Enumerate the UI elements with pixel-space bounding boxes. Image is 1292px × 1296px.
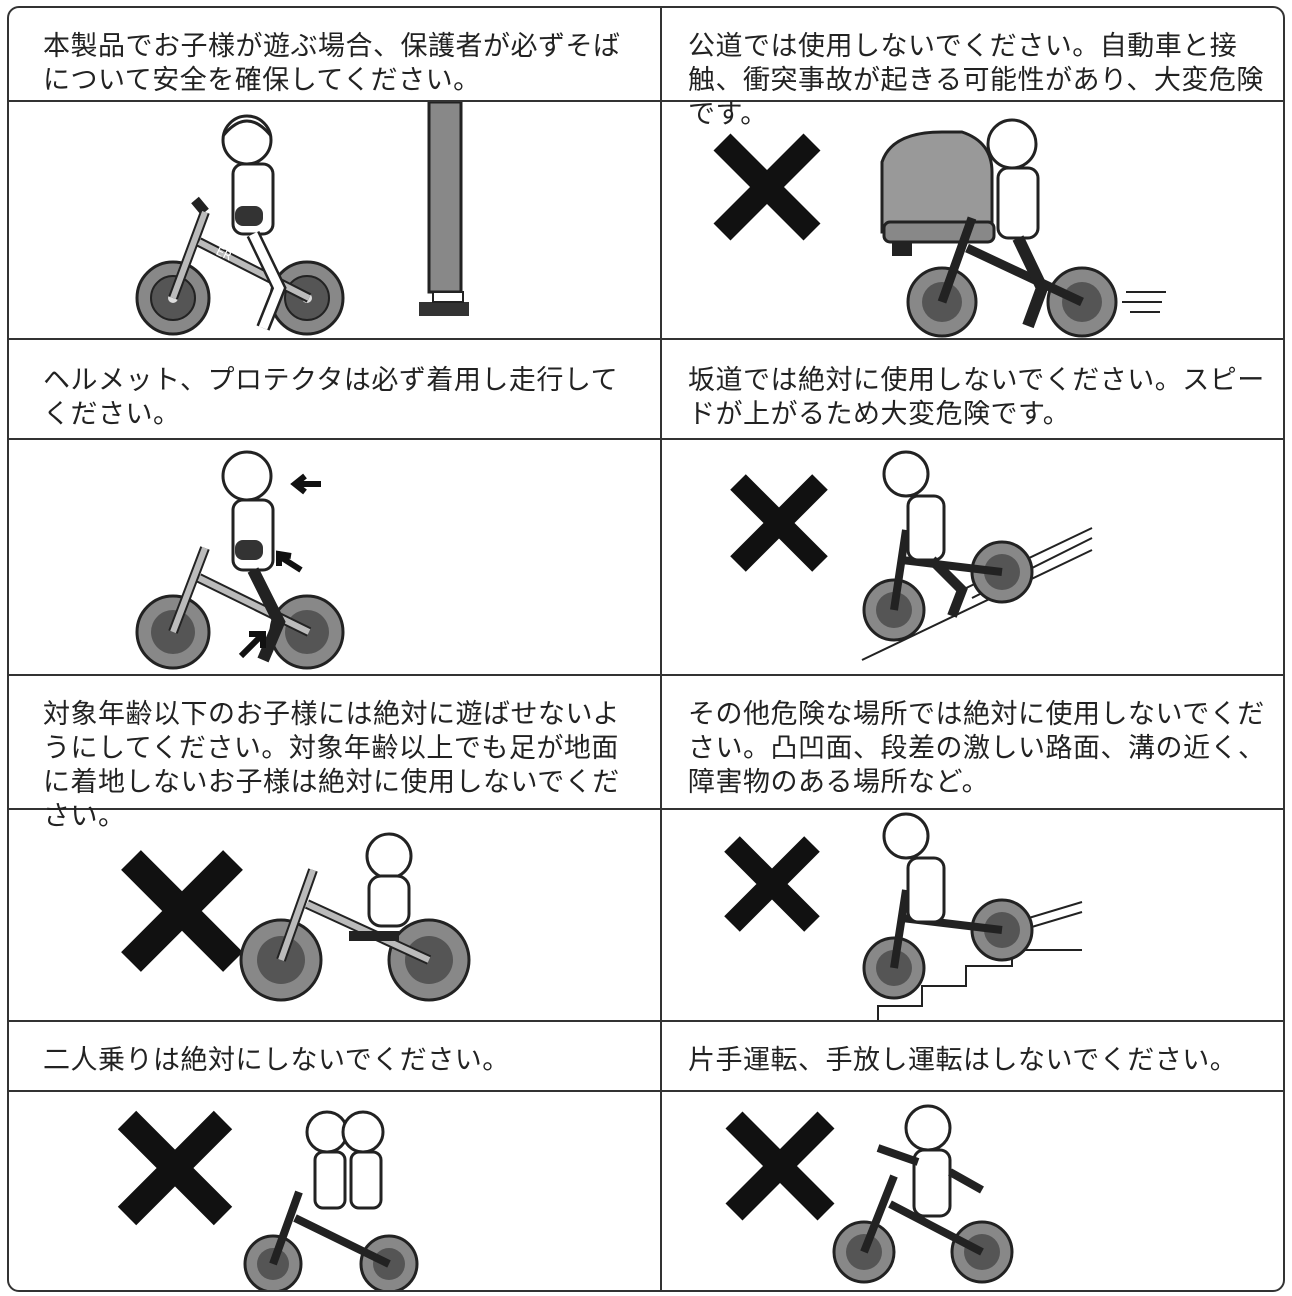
illustration-supervised-child: ER [135, 102, 469, 336]
child-rider-figure [882, 450, 968, 618]
instruction-text-no-one-hand: 片手運転、手放し運転はしないでください。 [688, 1045, 1238, 1076]
row-divider [9, 674, 1283, 676]
row-divider [9, 438, 1283, 440]
balance-bike-illustration [135, 546, 345, 670]
toddler-figure [349, 832, 413, 941]
row-divider [9, 1020, 1283, 1022]
illustration-no-tandem [117, 1110, 419, 1290]
pointer-arrow-icon [238, 473, 321, 659]
instruction-text-no-public-roads: 公道では使用しないでください。自動車と接触、衝突事故が起きる可能性があり、大変危… [688, 31, 1264, 130]
prohibited-x-icon [725, 1111, 835, 1221]
instruction-text-dangerous-places: その他危険な場所では絶対に使用しないでください。凸凹面、段差の激しい路面、溝の近… [688, 699, 1266, 798]
balance-bike-illustration [906, 216, 1166, 338]
illustration-dangerous-places [724, 812, 1083, 1020]
balance-bike-illustration [243, 1190, 419, 1290]
illustration-age-limit [121, 832, 471, 1002]
row-divider [9, 1090, 1283, 1092]
row-divider [9, 100, 1283, 102]
illustration-protective-gear [135, 450, 345, 670]
instruction-text-age-limit: 対象年齢以下のお子様には絶対に遊ばせないようにしてください。対象年齢以上でも足が… [43, 699, 620, 832]
child-rider-figure [221, 450, 286, 663]
child-rider-figure [876, 1104, 984, 1218]
balance-bike-illustration [239, 868, 471, 1002]
illustration-no-hands [725, 1104, 1014, 1284]
car-illustration [880, 130, 996, 256]
child-rider-figure [882, 812, 946, 924]
column-divider [660, 8, 662, 1290]
prohibited-x-icon [121, 850, 243, 972]
child-rider-figure [221, 114, 287, 331]
bike-logo: ER [214, 244, 234, 263]
row-divider [9, 808, 1283, 810]
instruction-text-no-tandem: 二人乗りは絶対にしないでください。 [43, 1045, 510, 1076]
safety-instructions-sheet: 本製品でお子様が遊ぶ場合、保護者が必ずそばについて安全を確保してください。 公道… [7, 6, 1285, 1292]
balance-bike-illustration [862, 889, 1034, 1000]
balance-bike-illustration [862, 529, 1034, 642]
row-divider [9, 338, 1283, 340]
child-rider-figure [305, 1110, 385, 1210]
guardian-legs-figure [419, 102, 469, 316]
prohibited-x-icon [724, 836, 820, 932]
instruction-text-supervision: 本製品でお子様が遊ぶ場合、保護者が必ずそばについて安全を確保してください。 [43, 31, 621, 96]
illustration-slope-danger [730, 450, 1093, 661]
illustration-car-danger [713, 118, 1166, 338]
prohibited-x-icon [730, 474, 828, 572]
child-rider-figure [986, 118, 1049, 329]
prohibited-x-icon [713, 133, 821, 241]
prohibited-x-icon [117, 1110, 233, 1226]
instruction-text-helmet: ヘルメット、プロテクタは必ず着用し走行してください。 [43, 365, 619, 430]
balance-bike-illustration [832, 1174, 1014, 1284]
instruction-text-no-slopes: 坂道では絶対に使用しないでください。スピードが上がるため大変危険です。 [688, 365, 1265, 430]
